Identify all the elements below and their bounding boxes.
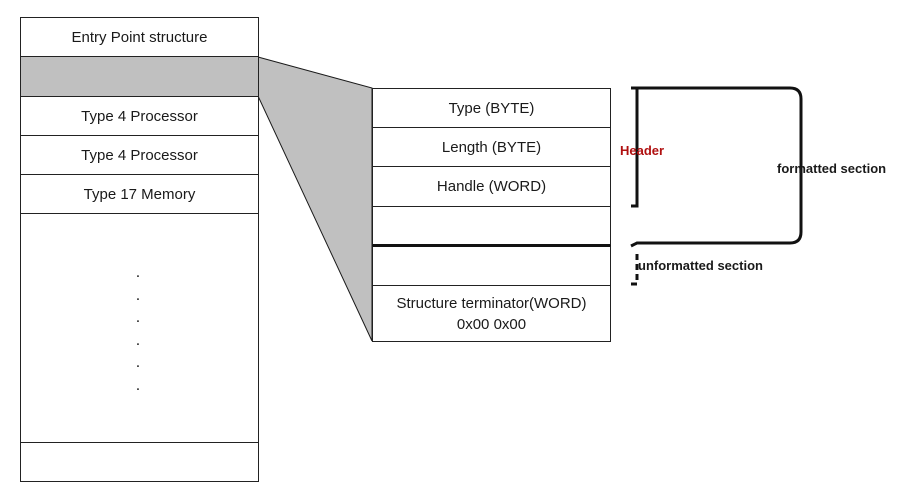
- left-row-type4-processor-2: Type 4 Processor: [20, 135, 259, 175]
- left-row-label: Type 17 Memory: [83, 185, 196, 203]
- left-row-type17-memory: Type 17 Memory: [20, 174, 259, 214]
- right-row-label: Handle (WORD): [436, 178, 547, 195]
- right-row-formatted-data: [372, 206, 611, 246]
- right-row-strings: [372, 245, 611, 286]
- ellipsis-dot: .: [135, 331, 141, 349]
- left-row-label: Type 4 Processor: [81, 107, 198, 125]
- unformatted-section-label: unformatted section: [638, 258, 763, 273]
- terminator-value: 0x00 0x00: [456, 315, 527, 333]
- right-row-label: Length (BYTE): [441, 138, 542, 156]
- ellipsis-dot: .: [135, 354, 141, 371]
- left-row-entry-point: Entry Point structure: [20, 17, 259, 57]
- right-row-length: Length (BYTE): [372, 127, 611, 167]
- ellipsis-dot: .: [135, 286, 141, 304]
- left-bottom-divider: [20, 442, 259, 443]
- expansion-wedge: [257, 56, 373, 342]
- right-row-type: Type (BYTE): [372, 88, 611, 128]
- unformatted-bracket: [631, 254, 639, 286]
- right-row-terminator: Structure terminator(WORD) 0x00 0x00: [372, 285, 611, 342]
- ellipsis-dot: .: [135, 264, 141, 281]
- ellipsis-dot: .: [135, 376, 141, 394]
- right-row-handle: Handle (WORD): [372, 166, 611, 207]
- formatted-bracket: [630, 86, 803, 248]
- left-ellipsis: . . . . . .: [130, 262, 146, 397]
- header-bracket: [631, 86, 639, 208]
- left-row-type4-processor-1: Type 4 Processor: [20, 96, 259, 136]
- terminator-label: Structure terminator(WORD): [396, 294, 587, 312]
- left-row-label: Type 4 Processor: [81, 146, 198, 164]
- left-row-label: Entry Point structure: [71, 28, 208, 46]
- ellipsis-dot: .: [135, 309, 141, 326]
- formatted-section-label: formatted section: [777, 161, 887, 176]
- right-row-label: Type (BYTE): [448, 99, 535, 117]
- header-label: Header: [620, 143, 665, 158]
- left-row-highlighted: [20, 56, 259, 97]
